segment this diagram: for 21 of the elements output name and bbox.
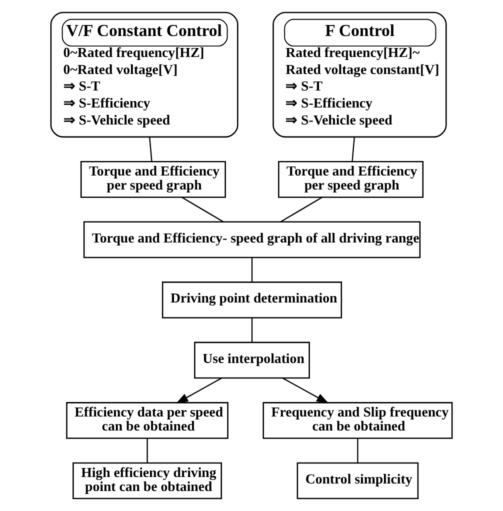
arrow	[282, 378, 329, 404]
connector	[280, 196, 323, 222]
connector	[146, 438, 148, 463]
connector	[251, 318, 253, 342]
arrow	[176, 378, 222, 404]
node-box: Torque and Efficiency- speed graph of all driving range	[83, 221, 421, 258]
node-box: V/F Constant Control 0~Rated frequency[HZ] 0~Rated voltage[V] ⇒ S-T ⇒ S-Efficiency ⇒ S-Vehicle speed	[50, 12, 238, 138]
node-box: Control simplicity	[296, 462, 419, 500]
node-box: F Control Rated frequency[HZ]~ Rated voltage constant[V] ⇒ S-T ⇒ S-Efficiency ⇒ S-Vehicle speed	[272, 12, 447, 138]
node-box: High efficiency driving point can be obtained	[72, 462, 222, 500]
connector	[149, 137, 152, 162]
connector	[251, 258, 253, 282]
node-box: Efficiency data per speed can be obtained	[66, 402, 228, 439]
connector	[357, 438, 358, 463]
node-box: Torque and Efficiency per speed graph	[80, 161, 226, 198]
node-box: Frequency and Slip frequency can be obtained	[262, 402, 453, 439]
node-box: Driving point determination	[162, 282, 342, 318]
connector	[181, 196, 224, 222]
connector	[352, 137, 355, 162]
node-box: Use interpolation	[194, 342, 310, 379]
node-box: Torque and Efficiency per speed graph	[278, 161, 424, 198]
